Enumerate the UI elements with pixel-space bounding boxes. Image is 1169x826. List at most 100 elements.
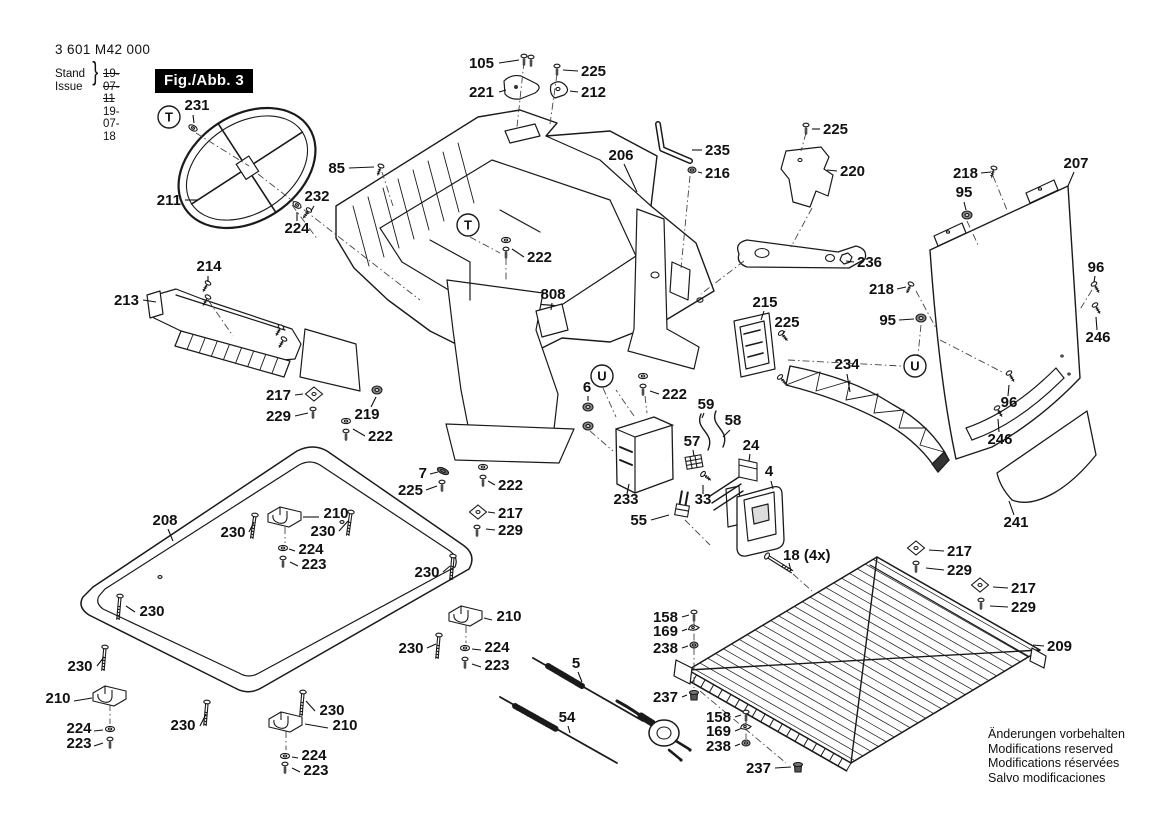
fastener-diamond — [970, 577, 990, 593]
fastener-grommet — [371, 385, 383, 395]
part-label-238: 238 — [653, 640, 678, 657]
figure-badge: Fig./Abb. 3 — [155, 69, 253, 93]
part-label-236: 236 — [857, 254, 882, 271]
part-label-224: 224 — [66, 720, 92, 737]
part-label-158: 158 — [706, 709, 731, 726]
fastener-screw — [906, 281, 915, 294]
part-label-210: 210 — [496, 608, 521, 625]
part-label-207: 207 — [1063, 155, 1088, 172]
fastener-washer — [500, 236, 512, 244]
part-label-95: 95 — [956, 184, 973, 201]
part-label-225: 225 — [823, 121, 848, 138]
fastener-screw — [479, 474, 487, 487]
part-label-210: 210 — [323, 505, 348, 522]
fastener-screw — [438, 479, 446, 492]
fastener-washer — [277, 544, 289, 552]
part-label-223: 223 — [484, 657, 509, 674]
part-label-211: 211 — [157, 192, 181, 209]
part-label-95: 95 — [879, 312, 896, 329]
part-label-224: 224 — [484, 639, 510, 656]
issue-block: Stand Issue } 19-07-11 19-07-18 — [55, 59, 120, 143]
part-label-54: 54 — [559, 709, 576, 726]
marker-U: U — [590, 364, 614, 388]
part-label-223: 223 — [66, 735, 91, 752]
fastener-screw — [376, 163, 385, 176]
document-part-number: 3 601 M42 000 — [55, 42, 151, 57]
fastener-screw — [690, 609, 698, 622]
fastener-clip169 — [687, 624, 700, 631]
fastener-screw — [776, 374, 787, 386]
part-label-232: 232 — [304, 188, 329, 205]
fastener-diamond — [468, 504, 488, 520]
fastener-clip210 — [448, 605, 483, 627]
part-label-208: 208 — [152, 512, 177, 529]
part-label-230: 230 — [414, 564, 439, 581]
fastener-bolt — [249, 512, 259, 540]
fastener-screw — [502, 246, 510, 259]
fastener-bolt — [101, 644, 109, 672]
part-label-96: 96 — [1001, 394, 1018, 411]
fastener-grommet — [961, 210, 973, 220]
fastener-screw — [990, 165, 998, 178]
superseded-date: 19-07-11 — [103, 68, 120, 105]
fastener-screw — [309, 406, 317, 419]
fastener-clip210 — [92, 685, 127, 707]
fastener-bolt — [116, 593, 124, 621]
part-label-230: 230 — [220, 524, 245, 541]
part-label-237: 237 — [653, 689, 678, 706]
fastener-conn55 — [674, 490, 691, 518]
fastener-screw — [302, 207, 313, 219]
part-label-230: 230 — [139, 603, 164, 620]
part-label-230: 230 — [67, 658, 92, 675]
fastener-conn24 — [738, 458, 758, 482]
part-label-229: 229 — [266, 408, 291, 425]
part-label-217: 217 — [1011, 580, 1036, 597]
fastener-screw — [742, 709, 750, 722]
part-label-224: 224 — [301, 747, 327, 764]
part-label-210: 210 — [45, 690, 70, 707]
fastener-clip169 — [739, 723, 752, 730]
fastener-washer — [104, 725, 116, 733]
fastener-screw — [639, 383, 647, 396]
part-label-225: 225 — [398, 482, 423, 499]
fasteners-layer — [92, 53, 1101, 774]
fastener-screw — [700, 470, 712, 481]
brace-glyph: } — [92, 56, 99, 86]
part-label-55: 55 — [630, 512, 647, 529]
fastener-washer — [279, 752, 291, 760]
part-label-808: 808 — [540, 286, 565, 303]
modification-notes: Änderungen vorbehalten Modifications res… — [988, 727, 1125, 785]
fastener-screw — [106, 736, 114, 749]
fastener-washer — [477, 463, 489, 471]
part-label-217: 217 — [947, 543, 972, 560]
handwheel — [177, 106, 317, 230]
fastener-foot — [688, 689, 700, 701]
svg-text:U: U — [910, 359, 919, 374]
fastener-washer — [340, 417, 352, 425]
fastener-screw — [202, 294, 212, 306]
part-label-230: 230 — [170, 717, 195, 734]
part-label-224: 224 — [298, 541, 324, 558]
part-label-225: 225 — [774, 314, 799, 331]
fastener-screw — [1090, 281, 1100, 293]
part-label-218: 218 — [869, 281, 894, 298]
svg-text:U: U — [597, 369, 606, 384]
part-label-219: 219 — [354, 406, 379, 423]
fastener-screw — [977, 597, 985, 610]
part-label-7: 7 — [419, 465, 427, 482]
fastener-screw — [342, 428, 350, 441]
fastener-nut — [689, 641, 699, 649]
part-label-169: 169 — [706, 723, 731, 740]
part-label-222: 222 — [498, 477, 523, 494]
fastener-pad — [436, 466, 450, 476]
fastener-block57 — [684, 454, 704, 470]
part-label-229: 229 — [947, 562, 972, 579]
fastener-screw — [279, 555, 287, 568]
part-label-234: 234 — [834, 356, 860, 373]
part-label-222: 222 — [527, 249, 552, 266]
fastener-bolt — [203, 699, 211, 727]
fastener-screw — [1091, 302, 1101, 314]
part-label-59: 59 — [698, 396, 715, 413]
